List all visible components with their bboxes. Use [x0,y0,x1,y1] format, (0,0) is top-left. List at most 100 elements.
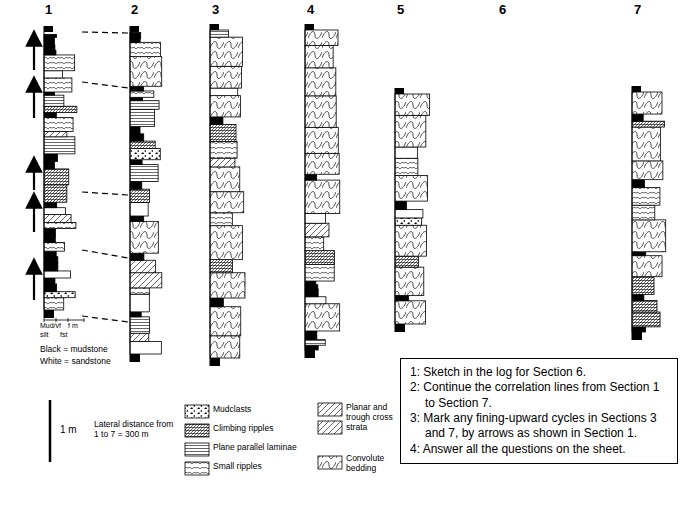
bed-ground [44,78,72,92]
bed-ground [632,92,662,114]
section-number: 5 [397,3,404,18]
bed-ground [305,46,333,68]
sandstone-bed [130,91,154,97]
mudstone-bed [210,117,223,125]
sandstone-bed [44,185,67,202]
convolute-bed [210,273,245,298]
bed-ground [44,298,64,310]
sandstone-bed [44,214,71,222]
section-number: 4 [307,3,314,18]
bed-ground [130,221,158,253]
mudstone-bed [44,92,55,95]
bed-ground [44,118,73,132]
convolute-bed [395,225,427,256]
sandstone-bed [210,141,237,158]
sandstone-bed [305,223,329,237]
legend-sample-ground [185,424,209,437]
bed-ground [395,94,430,115]
mudstone-bed [130,160,142,165]
key-note: White = sandstone [40,357,111,367]
mudstone-bed [632,86,641,92]
sandstone-bed [305,265,334,282]
section-number: 3 [212,3,219,18]
mudstone-bed [44,278,55,284]
sandstone-bed [130,342,161,354]
mudstone-bed [395,324,405,332]
convolute-bed [305,127,338,153]
legend-sample [318,456,342,469]
bed-ground [210,213,232,226]
bed-ground [210,336,240,358]
sandstone-bed [395,158,418,175]
bed-ground [44,223,76,229]
sandstone-bed [210,88,238,96]
mudstone-bed [44,50,56,55]
bed-ground [395,218,422,225]
sandstone-bed [210,213,232,226]
mudstone-bed [305,24,314,30]
sandstone-bed [130,202,148,216]
instruction-text: 3: Mark any fining-upward cycles in Sect… [410,411,668,442]
log-axis [210,24,211,366]
section-log [130,26,162,362]
mudstone-bed [130,97,143,100]
convolute-bed [632,220,666,252]
bed-ground [130,141,155,148]
convolute-bed [305,96,336,127]
bed-ground [44,242,65,251]
key-note: Black = mudstone [40,345,108,355]
bed-ground [305,265,334,282]
sandstone-bed [130,317,150,333]
mudstone-bed [44,229,55,237]
legend-sample-ground [318,421,342,434]
mudstone-bed [305,345,318,350]
mudstone-bed [44,251,56,257]
mudstone-bed [130,26,139,32]
mudstone-bed [305,289,318,297]
bed-ground [395,115,426,147]
grain-tick [84,318,85,322]
section-number: 2 [131,3,138,18]
log-axis [395,88,396,332]
sandstone-bed [44,223,76,229]
sandstone-bed [130,149,160,160]
sandstone-bed [44,95,64,106]
sandstone-bed [44,55,75,71]
sandstone-bed [395,256,419,267]
section-number: 6 [499,3,506,18]
sandstone-bed [44,242,65,251]
mudstone-bed [632,294,644,300]
correlation-line [82,32,128,33]
legend-sample [185,443,209,456]
log-axis [305,24,306,358]
bed-ground [305,180,340,213]
mudstone-bed [305,174,317,180]
bed-ground [632,277,654,295]
mudstone-bed [210,24,219,30]
section-log [395,88,430,332]
bed-ground [632,220,666,252]
legend-text: Small ripples [213,462,313,472]
convolute-bed [632,127,660,161]
legend-sample [318,421,342,434]
legend-sample-ground [185,443,209,456]
bed-ground [210,30,228,37]
convolute-bed [395,176,428,202]
bed-ground [395,176,428,202]
log-axis [130,26,131,362]
mudstone-bed [44,262,58,271]
legend-sample-ground [185,462,209,475]
bed-ground [632,161,663,180]
bed-ground [130,189,150,202]
mudstone-bed [632,180,645,188]
sandstone-bed [305,297,326,304]
bed-ground [130,149,160,160]
sandstone-bed [130,101,159,110]
mudstone-bed [44,284,57,292]
convolute-bed [632,92,662,114]
bed-ground [632,127,660,161]
bed-ground [44,95,64,106]
sandstone-bed [130,109,155,126]
sandstone-bed [44,106,77,112]
bed-ground [305,30,338,46]
